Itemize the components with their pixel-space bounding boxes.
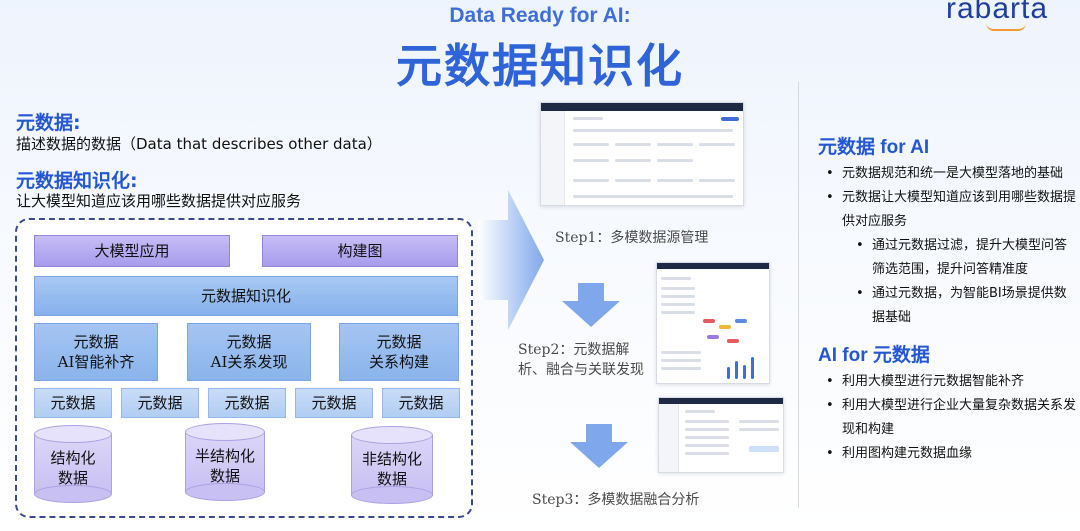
- rabarta-logo: rabarta: [946, 0, 1049, 25]
- panel-divider: [798, 82, 799, 508]
- metadata-box-4: 元数据: [295, 388, 373, 418]
- ai-for-metadata-list: 利用大模型进行元数据智能补齐 利用大模型进行企业大量复杂数据关系发现和构建 利用…: [826, 370, 1078, 466]
- step3-screenshot: [658, 397, 784, 473]
- list-subitem: 通过元数据，为智能BI场景提供数据基础: [826, 282, 1078, 330]
- metadata-for-ai-title: 元数据 for AI: [818, 137, 930, 158]
- build-graph-box: 构建图: [262, 235, 458, 267]
- list-item: 利用图构建元数据血缘: [826, 442, 1078, 466]
- logo-swoosh: [986, 23, 1026, 31]
- llm-application-box: 大模型应用: [34, 235, 230, 267]
- list-item: 利用大模型进行企业大量复杂数据关系发现和构建: [826, 394, 1078, 442]
- knowledge-description: 让大模型知道应该用哪些数据提供对应服务: [16, 192, 302, 210]
- list-item: 元数据规范和统一是大模型落地的基础: [826, 162, 1078, 186]
- ai-relation-discovery-box: 元数据 AI关系发现: [187, 323, 311, 381]
- down-arrow-icon: [562, 283, 620, 327]
- flow-arrow-icon: [478, 190, 544, 330]
- step1-screenshot: [540, 102, 744, 206]
- step2-label: Step2：元数据解析、融合与关联发现: [518, 342, 644, 379]
- ai-completion-box: 元数据 AI智能补齐: [34, 323, 158, 381]
- metadata-box-2: 元数据: [121, 388, 199, 418]
- unstructured-data-label: 非结构化 数据: [361, 449, 422, 488]
- architecture-diagram: 大模型应用 构建图 元数据知识化 元数据 AI智能补齐 元数据 AI关系发现 元…: [15, 218, 473, 518]
- structured-data-label: 结构化 数据: [50, 448, 96, 487]
- list-subitem: 通过元数据过滤，提升大模型问答筛选范围，提升问答精准度: [826, 234, 1078, 282]
- page-title: 元数据知识化: [396, 39, 684, 93]
- metadata-for-ai-list: 元数据规范和统一是大模型落地的基础 元数据让大模型知道应该到用哪些数据提供对应服…: [826, 162, 1078, 330]
- list-item: 利用大模型进行元数据智能补齐: [826, 370, 1078, 394]
- semi-structured-data-cylinder: 半结构化 数据: [185, 423, 265, 501]
- metadata-description: 描述数据的数据（Data that describes other data）: [16, 135, 382, 153]
- down-arrow-icon: [570, 424, 628, 468]
- metadata-box-3: 元数据: [208, 388, 286, 418]
- ai-for-metadata-title: AI for 元数据: [818, 345, 930, 366]
- unstructured-data-cylinder: 非结构化 数据: [351, 426, 433, 504]
- relation-build-box: 元数据 关系构建: [339, 323, 459, 381]
- structured-data-cylinder: 结构化 数据: [34, 425, 112, 503]
- knowledge-heading: 元数据知识化:: [16, 170, 138, 192]
- list-item: 元数据让大模型知道应该到用哪些数据提供对应服务: [826, 186, 1078, 234]
- step1-label: Step1：多模数据源管理: [555, 230, 709, 246]
- step2-screenshot: [656, 262, 770, 384]
- metadata-box-5: 元数据: [382, 388, 460, 418]
- metadata-box-1: 元数据: [34, 388, 112, 418]
- metadata-heading: 元数据:: [16, 112, 81, 134]
- step3-label: Step3：多模数据融合分析: [532, 492, 700, 508]
- metadata-knowledge-bar: 元数据知识化: [34, 276, 458, 316]
- page-eyebrow: Data Ready for AI:: [449, 4, 631, 27]
- semi-structured-data-label: 半结构化 数据: [194, 446, 255, 485]
